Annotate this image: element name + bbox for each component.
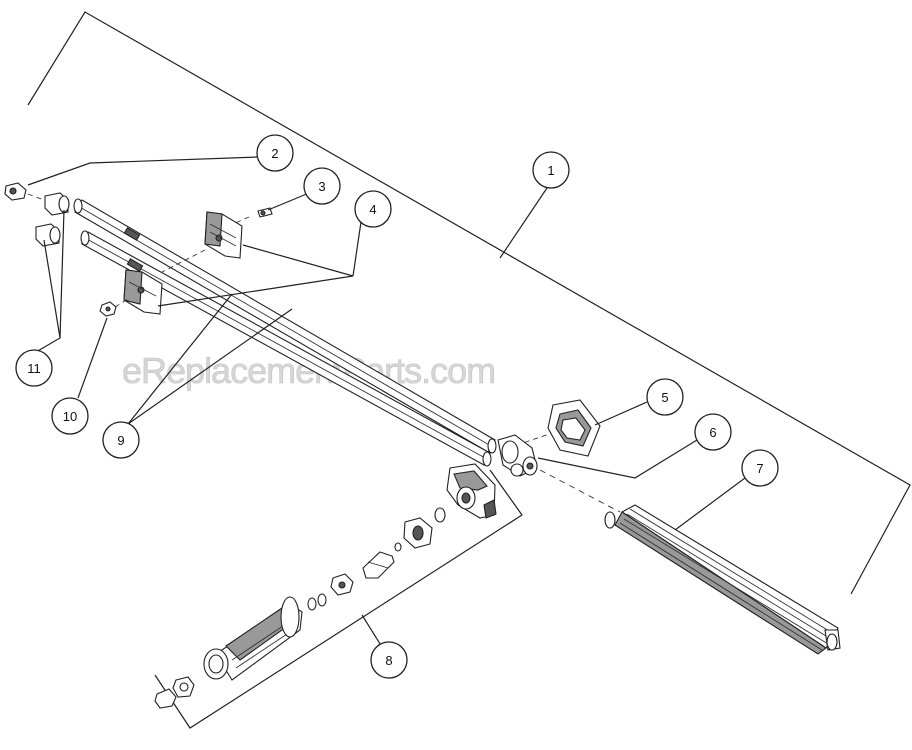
callout-11: 11 bbox=[15, 349, 53, 387]
callout-1: 1 bbox=[532, 151, 570, 189]
callout-7: 7 bbox=[741, 449, 779, 487]
assembly-bracket-1 bbox=[27, 11, 911, 595]
svg-text:6: 6 bbox=[709, 425, 716, 440]
part-8-housing bbox=[446, 463, 497, 519]
svg-text:7: 7 bbox=[756, 461, 763, 476]
assembly-guide-lines bbox=[27, 193, 621, 513]
svg-text:3: 3 bbox=[318, 179, 325, 194]
part-2-fitting bbox=[4, 182, 27, 201]
part-8-grip bbox=[203, 596, 303, 681]
callout-8: 8 bbox=[370, 641, 408, 679]
part-8-end-cap bbox=[154, 676, 195, 709]
part-11-caps bbox=[35, 192, 70, 247]
callout-4: 4 bbox=[354, 190, 392, 228]
callout-9: 9 bbox=[102, 421, 140, 459]
part-5-shroud bbox=[547, 399, 601, 457]
svg-text:2: 2 bbox=[271, 146, 278, 161]
callout-6: 6 bbox=[694, 413, 732, 451]
part-4-upper-bracket bbox=[204, 211, 243, 259]
callout-5: 5 bbox=[646, 378, 684, 416]
svg-text:5: 5 bbox=[661, 390, 668, 405]
part-6-coupling bbox=[497, 434, 538, 477]
part-10-nut bbox=[99, 301, 117, 317]
lance-tubes bbox=[73, 198, 497, 467]
svg-text:1: 1 bbox=[547, 163, 554, 178]
part-8-fittings bbox=[307, 507, 446, 611]
part-4-lower-bracket bbox=[123, 269, 163, 315]
svg-text:11: 11 bbox=[27, 361, 41, 376]
svg-text:8: 8 bbox=[385, 653, 392, 668]
leader-lines bbox=[27, 156, 746, 648]
svg-text:4: 4 bbox=[369, 202, 376, 217]
svg-text:10: 10 bbox=[63, 409, 77, 424]
part-7-extension bbox=[604, 504, 841, 655]
callout-10: 10 bbox=[51, 397, 89, 435]
svg-text:9: 9 bbox=[117, 433, 124, 448]
callout-2: 2 bbox=[256, 134, 294, 172]
callout-3: 3 bbox=[303, 167, 341, 205]
